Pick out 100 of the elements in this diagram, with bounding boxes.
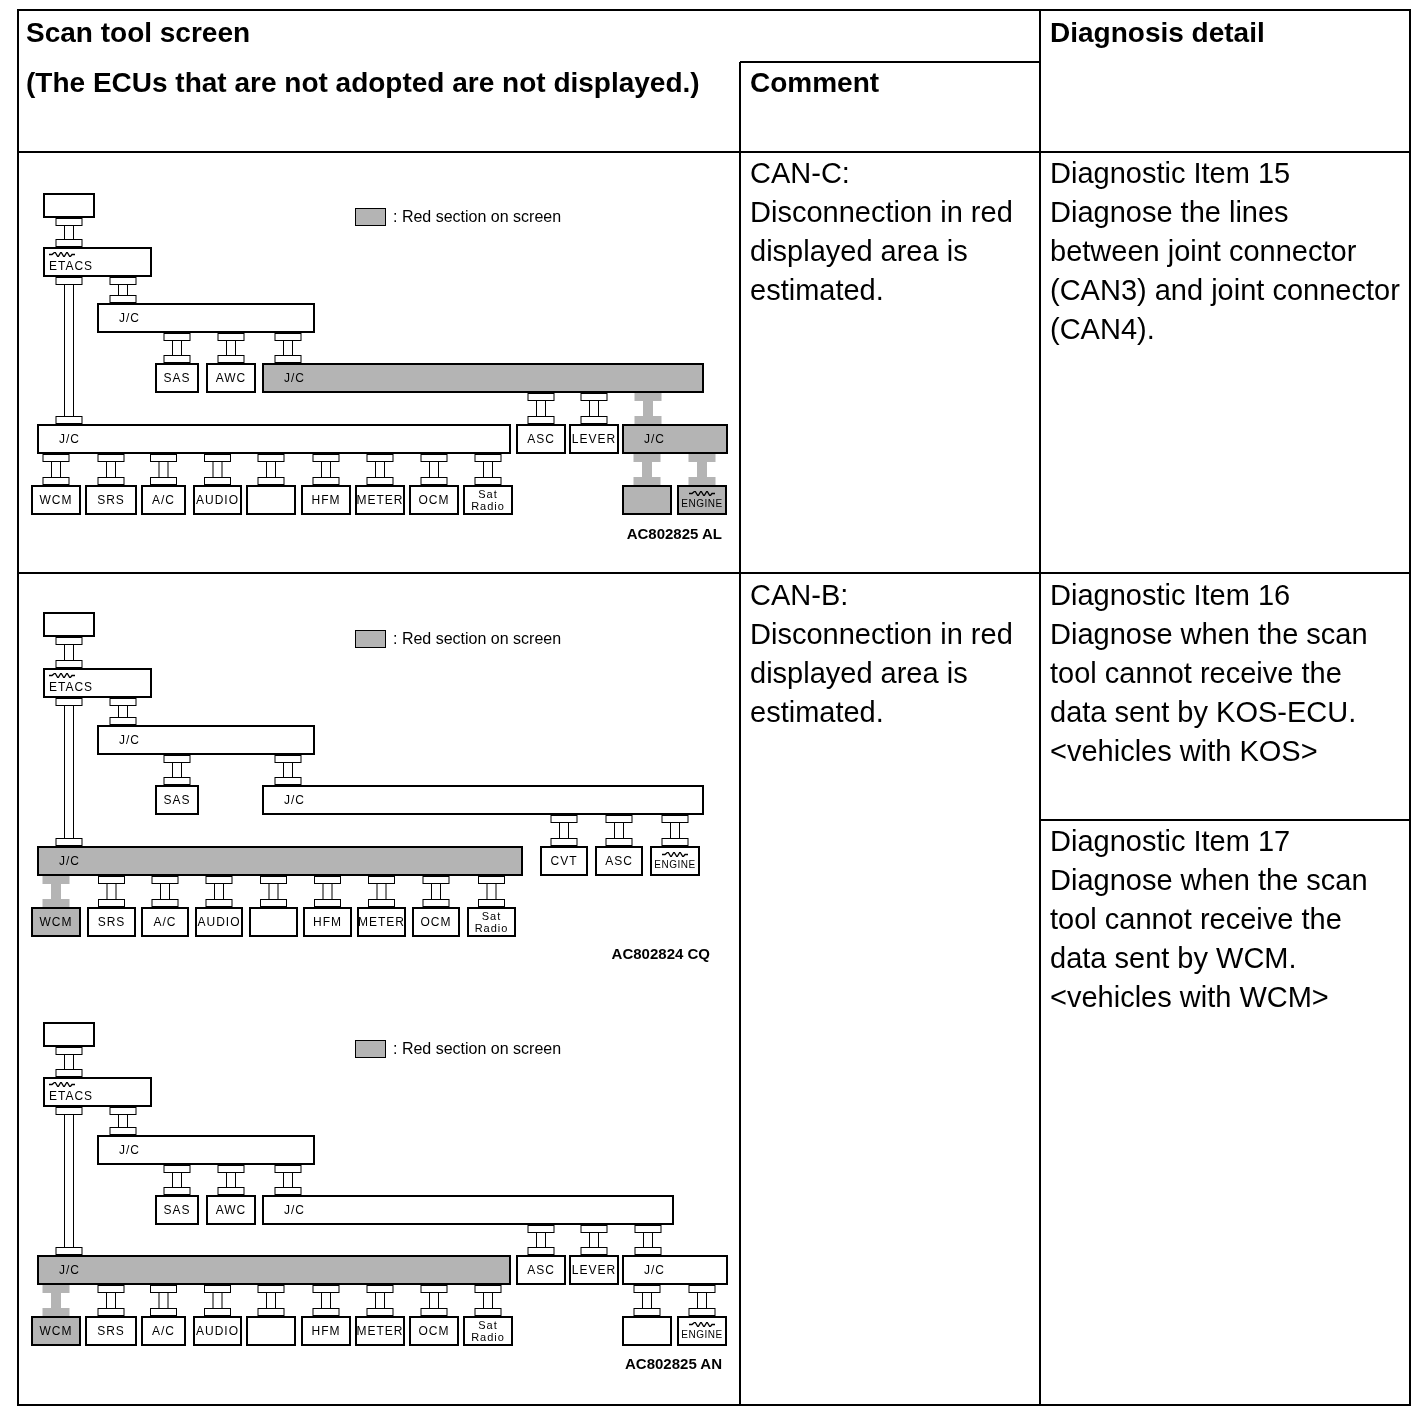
junction-box — [262, 785, 704, 815]
connector — [661, 814, 689, 847]
junction-box — [43, 668, 152, 698]
junction-box — [37, 846, 523, 876]
module-box — [409, 485, 459, 515]
module-label: HFM — [311, 494, 341, 506]
connector — [368, 875, 395, 908]
module-label: A/C — [152, 1325, 175, 1337]
connector — [634, 1224, 662, 1256]
connector — [217, 1164, 245, 1196]
connector — [109, 697, 137, 726]
junction-box — [622, 1255, 728, 1285]
module-box — [595, 846, 643, 876]
figure-code: AC802825 AL — [625, 524, 722, 544]
module-label: METER — [356, 494, 404, 506]
module-box — [87, 907, 136, 937]
module-label: J/C — [644, 433, 665, 445]
connector — [688, 1284, 716, 1317]
diagnosis-text: Diagnose the lines between joint connector (CAN3) and joint connector (CAN4). — [1050, 195, 1401, 347]
module-box — [355, 485, 405, 515]
module-label: ENGINE — [681, 1330, 723, 1340]
module-box — [31, 1316, 81, 1346]
item-heading: Diagnostic Item 15 — [1050, 156, 1292, 191]
module-label: OCM — [418, 1325, 450, 1337]
module-box — [355, 1316, 405, 1346]
connector — [42, 1284, 70, 1317]
figure-code: AC802824 CQ — [610, 944, 710, 964]
connector — [217, 332, 245, 364]
connector — [55, 1046, 83, 1078]
figure-code: AC802825 AN — [624, 1354, 722, 1374]
connector — [274, 754, 302, 786]
module-box — [141, 907, 189, 937]
module-box — [193, 1316, 242, 1346]
connector — [312, 453, 340, 486]
module-label: OCM — [418, 494, 450, 506]
module-label: WCM — [39, 916, 73, 928]
column-heading: Diagnosis detail — [1050, 16, 1266, 50]
diagnosis-text: Diagnose when the scan tool cannot receive the data sent by KOS-ECU. <vehicles with KOS> — [1050, 617, 1369, 769]
connector — [257, 1284, 285, 1317]
connector — [42, 453, 70, 486]
module-box — [540, 846, 588, 876]
junction-box — [37, 424, 511, 454]
junction-box — [37, 1255, 511, 1285]
item-heading: Diagnostic Item 17 — [1050, 824, 1292, 859]
connector — [109, 276, 137, 304]
module-box — [141, 1316, 186, 1346]
module-box — [301, 485, 351, 515]
module-label: J/C — [119, 734, 140, 746]
connector — [150, 453, 177, 486]
module-label: AWC — [215, 372, 247, 384]
connector — [605, 814, 633, 847]
connector — [274, 332, 302, 364]
connector — [420, 1284, 448, 1317]
module-label: A/C — [153, 916, 177, 928]
module-box — [31, 907, 81, 937]
module-label: Sat Radio — [470, 1319, 506, 1343]
column-heading: (The ECUs that are not adopted are not displayed.) — [26, 66, 701, 100]
connector — [420, 453, 448, 486]
connector — [163, 1164, 191, 1196]
module-label: SAS — [163, 372, 191, 384]
connector — [550, 814, 578, 847]
module-label: AUDIO — [197, 916, 241, 928]
module-box — [301, 1316, 351, 1346]
module-label: ASC — [527, 1264, 555, 1276]
connector — [97, 1284, 125, 1317]
connector — [366, 1284, 394, 1317]
module-label: CVT — [550, 855, 578, 867]
connector — [633, 1284, 661, 1317]
connector — [474, 453, 502, 486]
module-label: SRS — [97, 494, 125, 506]
connector — [366, 453, 394, 486]
legend-text: : Red section on screen — [393, 1039, 562, 1059]
connector — [205, 875, 233, 908]
module-label: METER — [356, 1325, 404, 1337]
module-box — [650, 846, 700, 876]
junction-box — [262, 1195, 674, 1225]
connector — [55, 276, 83, 425]
connector — [580, 392, 608, 425]
module-label: ETACS — [49, 260, 94, 272]
connector — [688, 453, 716, 486]
module-label: ENGINE — [654, 860, 696, 870]
module-box — [569, 424, 619, 454]
connector — [478, 875, 505, 908]
module-box — [677, 1316, 727, 1346]
item-heading: Diagnostic Item 16 — [1050, 578, 1292, 613]
module-box — [206, 1195, 256, 1225]
module-label: LEVER — [571, 433, 617, 445]
junction-box — [262, 363, 704, 393]
module-box — [516, 424, 566, 454]
column-heading: Scan tool screen — [26, 16, 252, 50]
module-label: J/C — [119, 312, 140, 324]
connector — [422, 875, 450, 908]
connector — [151, 875, 179, 908]
blank-box — [249, 907, 298, 937]
junction-box — [622, 424, 728, 454]
legend-text: : Red section on screen — [393, 629, 562, 649]
connector — [633, 453, 661, 486]
module-label: J/C — [644, 1264, 665, 1276]
module-label: WCM — [39, 1325, 73, 1337]
comment-text: CAN-B: Disconnection in red displayed area is estimated. — [750, 578, 1014, 730]
